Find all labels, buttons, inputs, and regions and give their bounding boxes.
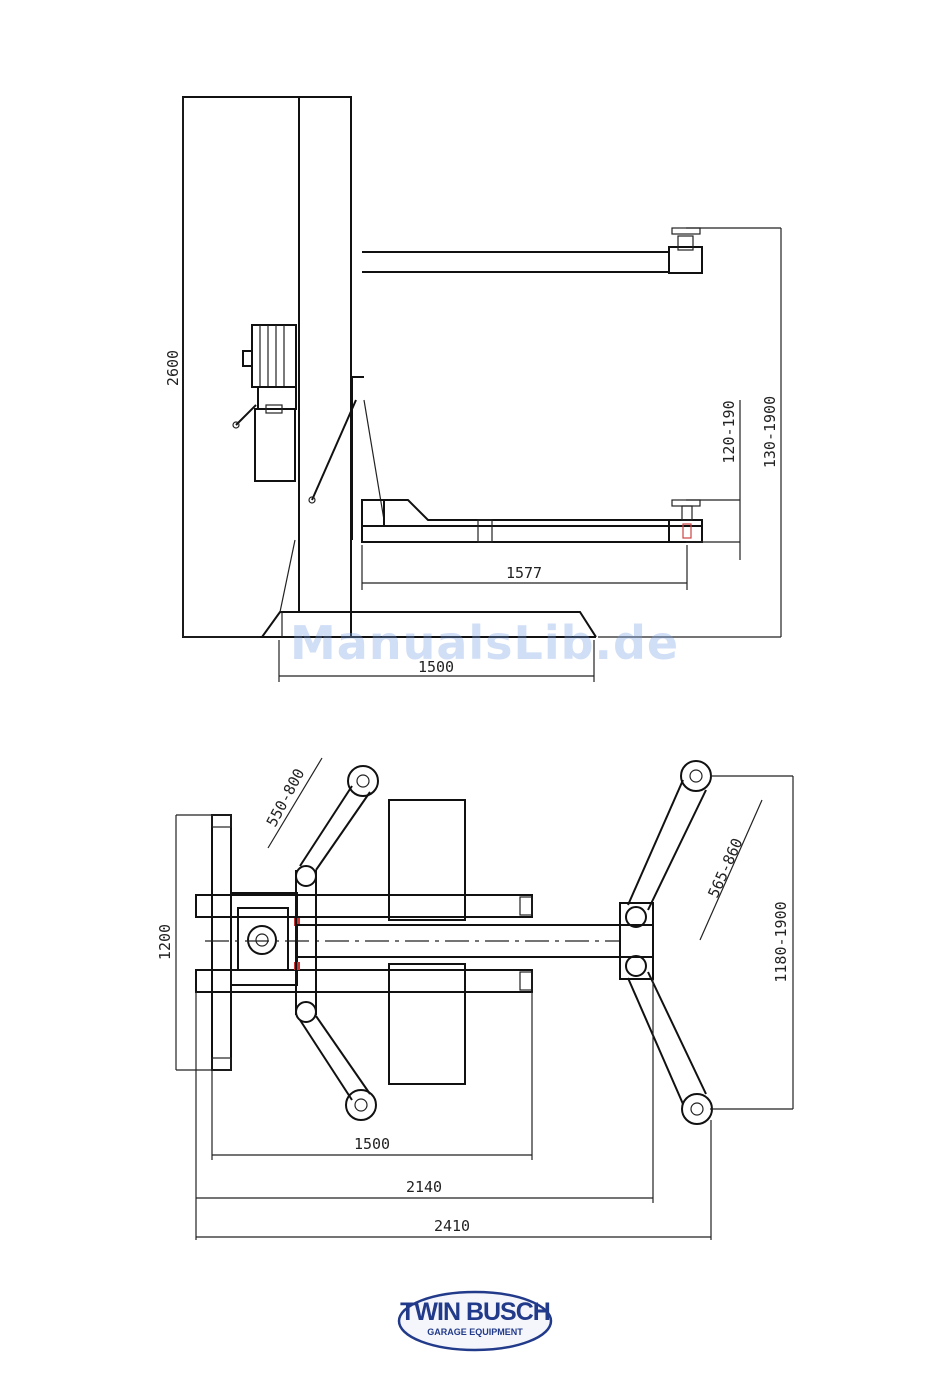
watermark: ManualsLib.de: [290, 616, 670, 672]
short-arms: [296, 766, 378, 1120]
logo-name: TWIN BUSCH: [398, 1298, 552, 1327]
top-view: 1200 550-800 565-860 1180-1900 1500 2140…: [156, 758, 793, 1240]
side-view: 2600 130-1900 120-190 1577 1500: [164, 97, 781, 682]
lift-column: [183, 97, 351, 637]
twin-busch-logo: TWIN BUSCH GARAGE EQUIPMENT: [398, 1290, 552, 1352]
dim-2140: 2140: [406, 1178, 442, 1196]
dim-arm-span: 1180-1900: [772, 901, 790, 982]
logo-tagline: GARAGE EQUIPMENT: [398, 1327, 552, 1337]
dim-1500: 1500: [354, 1135, 390, 1153]
dim-pad-height: 120-190: [720, 400, 738, 463]
dim-width: 1200: [156, 924, 174, 960]
dim-short-arm: 550-800: [263, 766, 309, 830]
dim-arm-reach: 1577: [506, 564, 542, 582]
upper-arm: [362, 228, 781, 273]
power-unit: [233, 325, 296, 481]
dim-long-arm: 565-860: [704, 835, 746, 900]
lower-arm: [309, 377, 740, 542]
dim-2410: 2410: [434, 1217, 470, 1235]
long-arms: [620, 761, 712, 1124]
dim-height-total: 2600: [164, 350, 182, 386]
dim-lift-height: 130-1900: [761, 396, 779, 468]
